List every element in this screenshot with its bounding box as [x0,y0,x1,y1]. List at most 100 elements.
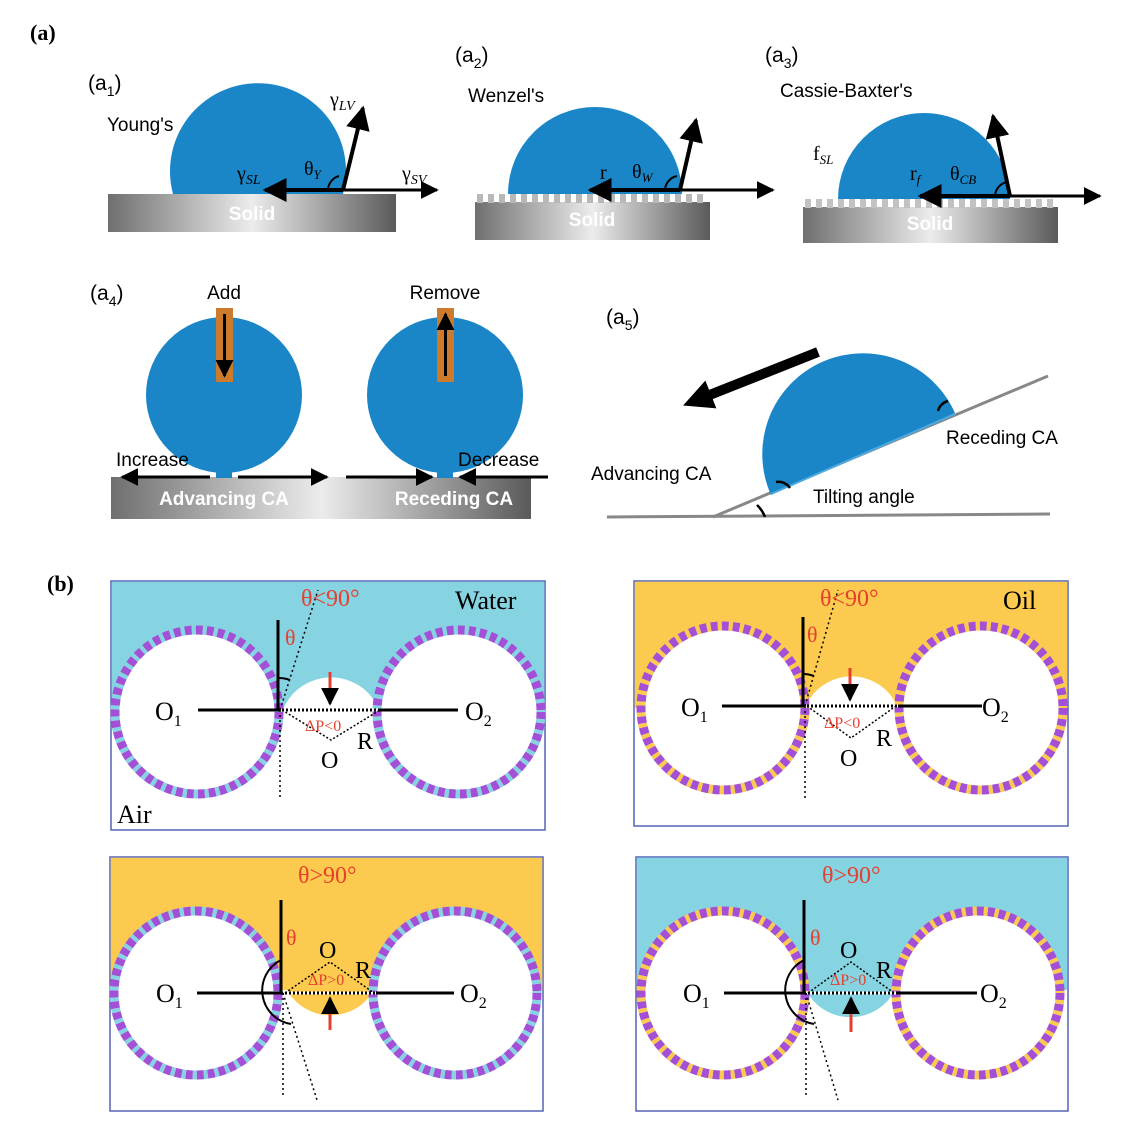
a3-theta-label: θCB [950,163,976,187]
b2-o-label: O [840,746,857,772]
a2-theta-arc [664,175,678,191]
b1-medium-label: Water [455,586,517,615]
a2-solid-substrate [475,202,710,240]
a5-droplet [762,353,955,495]
b4-o-label: O [840,938,857,964]
a4-decrease-label: Decrease [458,450,539,471]
a1-tag: (a1) [88,72,121,99]
b2-contact-angle-line [804,589,839,707]
surface-pillar [937,199,943,208]
b2-theta-arc [802,673,815,677]
a2-lv-arrow [678,117,703,191]
a2-theta-label: θW [632,161,654,185]
b4-water-convex-panel: θ>90° θ ΔP>0 O1 O2 O R [635,856,1069,1112]
b3-o2-label: O2 [460,979,487,1012]
a4-droplet-add-neck [216,466,232,478]
b3-fiber-right-coat [368,906,542,1080]
b4-pressure-label: ΔP>0 [830,972,866,989]
a2-title: Wenzel's [468,86,544,107]
a4-add-remove-diagram: (a4) Add Remove Increase Decrease Advanc… [90,282,548,519]
b2-pressure-label: ΔP<0 [824,715,860,732]
surface-pillar [521,194,527,203]
b2-theta-label: θ [807,622,818,647]
b3-theta-label: θ [286,925,297,950]
b1-o1-label: O1 [155,697,182,730]
b1-water-air-panel: θ<90° Water Air θ ΔP<0 O1 O2 O R [110,580,546,831]
a1-title: Young's [107,115,173,136]
b3-fiber-left-core [114,911,278,1075]
surface-pillar [631,194,637,203]
b1-air-label: Air [117,800,152,829]
surface-pillar [816,199,822,208]
a3-solid-substrate [803,207,1058,243]
a1-droplet [170,83,346,194]
surface-pillar [882,199,888,208]
b2-fiber-left-core [641,626,805,790]
a3-rf-label: rf [910,163,923,187]
surface-pillar [686,194,692,203]
surface-pillar [576,194,582,203]
b1-fiber-left-coat [110,625,284,799]
surface-pillar [838,199,844,208]
surface-pillar [1036,199,1042,208]
a4-droplet-remove-neck [437,466,453,478]
b3-oil-convex-panel: θ>90° θ ΔP>0 O1 O2 O R [109,856,544,1112]
b3-o1-label: O1 [156,979,183,1012]
a5-receding-arc [936,399,949,412]
surface-pillar [664,194,670,203]
a4-add-label: Add [207,283,241,304]
b1-fiber-right-coat [372,625,546,799]
b2-o2-label: O2 [982,693,1009,726]
b1-angle-label: θ<90° [301,586,360,612]
b4-contact-angle-line [805,992,839,1101]
a3-f-label: fSL [813,143,833,167]
b3-pressure-label: ΔP>0 [308,972,344,989]
b1-fiber-right-core [377,630,541,794]
surface-pillar [1025,199,1031,208]
surface-pillar [893,199,899,208]
a1-gamma-lv-arrow [341,105,370,191]
surface-pillar [543,194,549,203]
panel-a-label: (a) [30,20,56,45]
surface-pillar [653,194,659,203]
b4-o1-label: O1 [683,979,710,1012]
surface-pillar [565,194,571,203]
b1-r-label: R [357,729,373,755]
panel-b-label: (b) [47,571,74,596]
surface-pillar [598,194,604,203]
a5-tilting-diagram: (a5) Receding CA Advancing CA Tilting an… [591,306,1058,519]
surface-pillar [609,194,615,203]
surface-pillar [697,194,703,203]
b1-theta-arc [277,676,291,681]
surface-pillar [554,194,560,203]
a2-tag: (a2) [455,44,488,71]
a5-advancing-arc [775,480,792,489]
b1-pressure-label: ΔP<0 [305,718,341,735]
surface-pillar [675,194,681,203]
surface-pillar [970,199,976,208]
a3-tag: (a3) [765,44,798,71]
a4-remove-label: Remove [410,283,481,304]
b3-fiber-right-core [373,911,537,1075]
a5-sliding-arrow [683,347,820,409]
surface-pillar [926,199,932,208]
surface-pillar [904,199,910,208]
a5-receding-label: Receding CA [946,428,1058,449]
surface-pillar [620,194,626,203]
b4-radius-lines [807,961,895,994]
a1-theta-arc [327,175,340,191]
b3-contact-angle-line [282,992,318,1101]
surface-pillar [871,199,877,208]
b2-medium-label: Oil [1003,586,1036,615]
a4-droplet-remove [367,317,523,473]
surface-pillar [587,194,593,203]
a4-tag: (a4) [90,282,123,309]
b4-angle-label: θ>90° [822,863,881,889]
surface-pillar [488,194,494,203]
a4-droplet-add [146,317,302,473]
b2-angle-label: θ<90° [820,586,879,612]
a3-title: Cassie-Baxter's [780,81,912,102]
b1-radius-lines [281,709,381,741]
a4-advancing-label: Advancing CA [159,489,289,510]
